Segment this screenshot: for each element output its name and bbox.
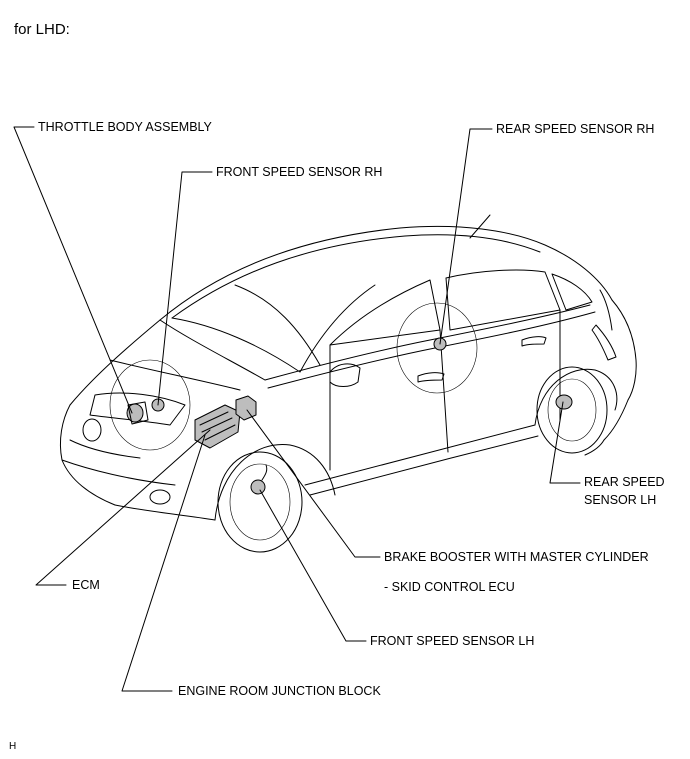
rear-speed-sensor-lh-icon	[555, 394, 573, 410]
front-speed-sensor-rh-icon	[109, 359, 191, 451]
car-body-outline	[59, 214, 637, 521]
label-rear-speed-sensor-lh-line2: SENSOR LH	[584, 493, 657, 507]
label-front-speed-sensor-lh: FRONT SPEED SENSOR LH	[370, 634, 535, 648]
front-wheel	[217, 451, 303, 553]
label-skid-control-ecu: - SKID CONTROL ECU	[384, 580, 515, 594]
label-rear-speed-sensor-rh: REAR SPEED SENSOR RH	[496, 122, 655, 136]
label-throttle-body-assembly: THROTTLE BODY ASSEMBLY	[38, 120, 212, 134]
label-brake-booster: BRAKE BOOSTER WITH MASTER CYLINDER	[384, 550, 649, 564]
brake-booster-icon	[235, 395, 257, 421]
label-engine-room-junction-block: ENGINE ROOM JUNCTION BLOCK	[178, 684, 381, 698]
figure-code: H	[9, 741, 17, 752]
label-rear-speed-sensor-lh-line1: REAR SPEED	[584, 475, 665, 489]
throttle-body-icon	[126, 401, 149, 425]
diagram-heading: for LHD:	[14, 21, 70, 38]
rear-wheel	[536, 366, 608, 454]
leader-lines	[13, 126, 581, 692]
ecm-junction-block-icon	[194, 404, 241, 449]
front-speed-sensor-lh-icon	[250, 464, 268, 495]
label-front-speed-sensor-rh: FRONT SPEED SENSOR RH	[216, 165, 383, 179]
label-ecm: ECM	[72, 578, 100, 592]
